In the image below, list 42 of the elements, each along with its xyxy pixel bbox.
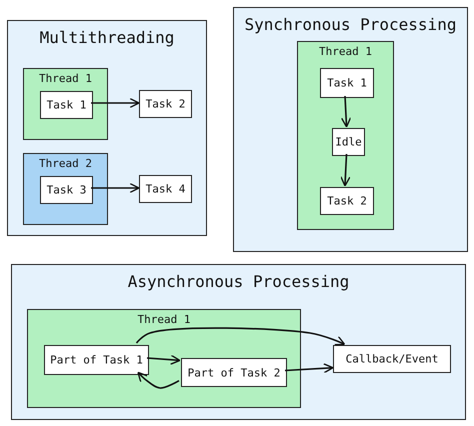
panel bbox=[7, 20, 207, 236]
arrow bbox=[91, 98, 140, 108]
task-box bbox=[44, 345, 149, 375]
task-box bbox=[332, 128, 365, 156]
heading: Thread 2 bbox=[38, 157, 93, 170]
task-box bbox=[320, 68, 374, 98]
task-box bbox=[40, 176, 93, 204]
heading: Asynchronous Processing bbox=[126, 272, 350, 291]
thread-box bbox=[23, 153, 108, 225]
heading: Multithreading bbox=[38, 28, 176, 47]
heading: Thread 1 bbox=[38, 72, 93, 85]
task-label: Task 1 bbox=[326, 76, 368, 90]
thread-box bbox=[23, 68, 108, 140]
task-box bbox=[139, 90, 192, 118]
task-label: Task 2 bbox=[326, 194, 368, 208]
task-box bbox=[139, 175, 192, 203]
heading: Thread 1 bbox=[136, 313, 192, 326]
task-box bbox=[181, 358, 287, 387]
panel bbox=[233, 7, 468, 252]
task-label: Task 4 bbox=[144, 182, 186, 196]
arrow bbox=[284, 363, 334, 374]
arrow bbox=[340, 154, 351, 187]
thread-box bbox=[27, 309, 301, 408]
task-label: Part of Task 2 bbox=[186, 366, 282, 379]
task-box bbox=[320, 187, 374, 215]
task-label: Part of Task 1 bbox=[49, 354, 144, 366]
arrow bbox=[340, 96, 352, 128]
arrow bbox=[136, 327, 346, 346]
heading: Thread 1 bbox=[318, 45, 373, 58]
task-label: Task 3 bbox=[46, 184, 88, 196]
task-box bbox=[40, 91, 93, 119]
arrow bbox=[137, 372, 180, 389]
thread-box bbox=[297, 41, 394, 230]
arrow bbox=[91, 182, 140, 194]
arrow bbox=[146, 354, 181, 365]
task-label: Task 1 bbox=[46, 98, 88, 112]
task-label: Callback/Event bbox=[344, 352, 440, 366]
task-label: Idle bbox=[334, 136, 363, 148]
task-label: Task 2 bbox=[144, 98, 186, 110]
panel bbox=[11, 264, 466, 420]
heading: Synchronous Processing bbox=[244, 15, 458, 34]
task-box bbox=[333, 345, 451, 373]
